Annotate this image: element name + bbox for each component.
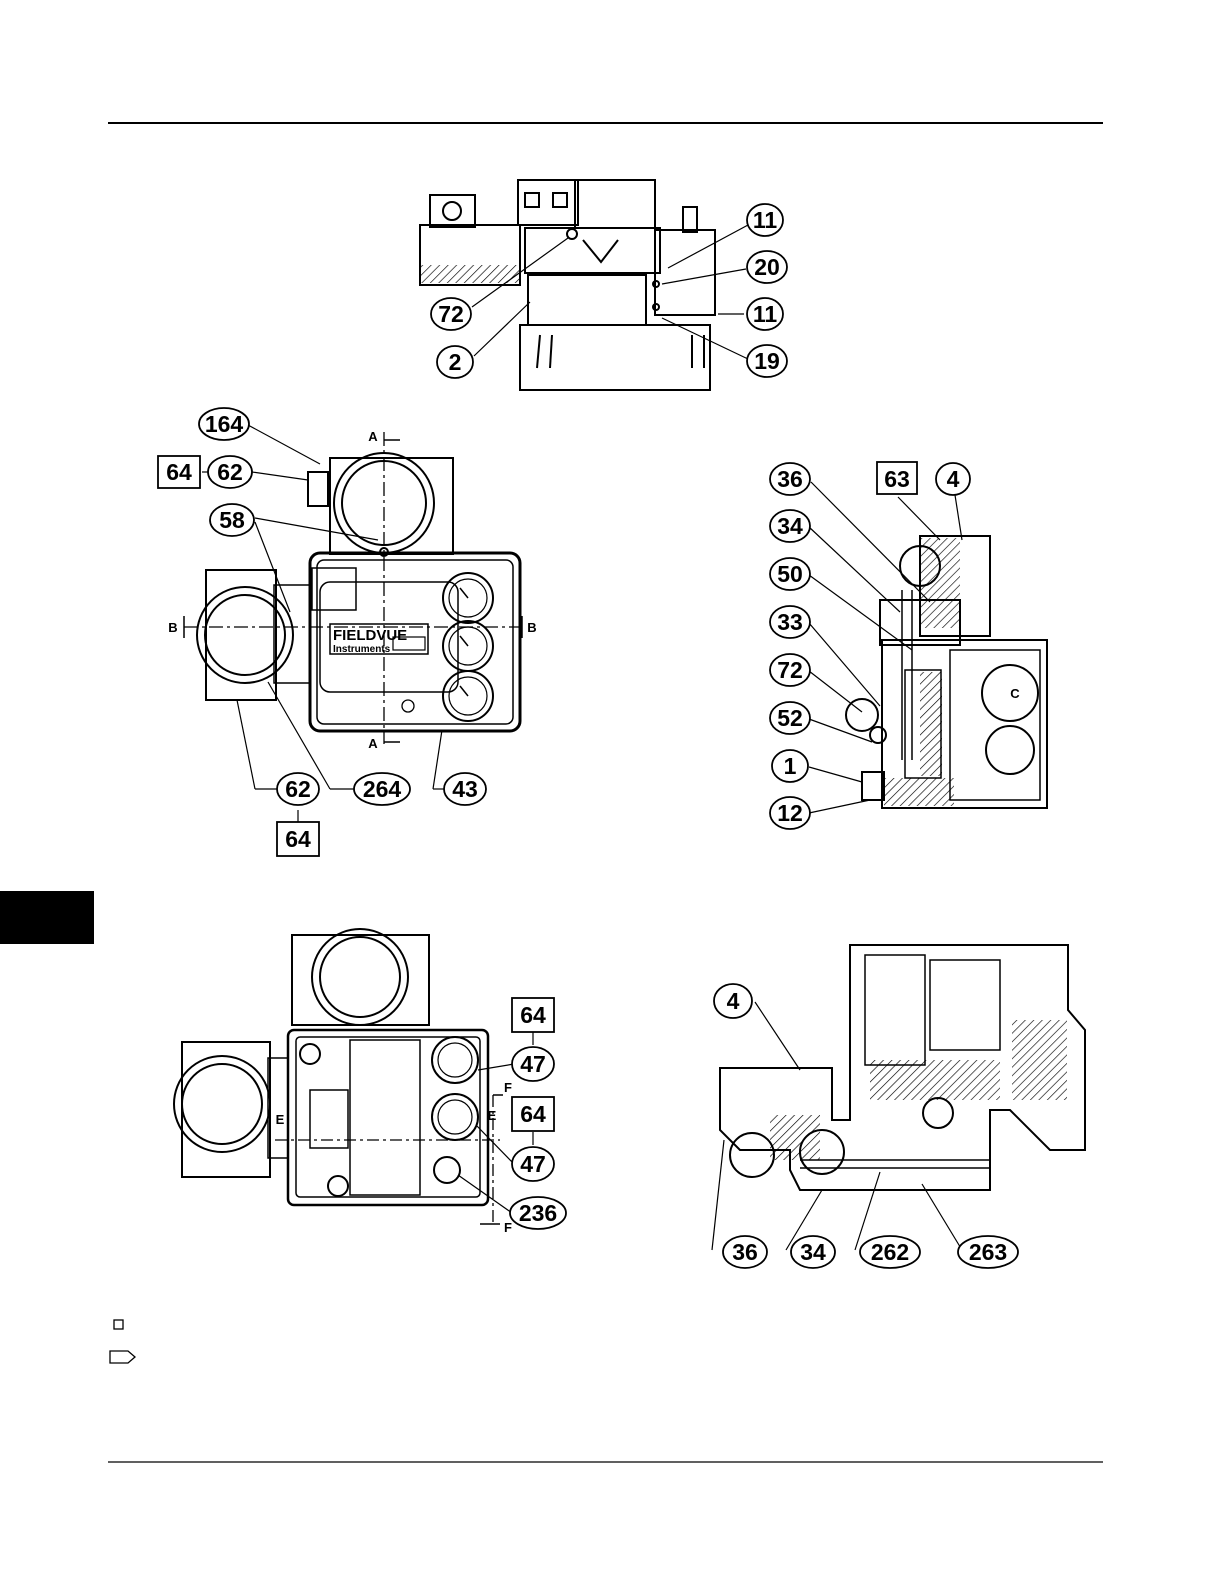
section-e-right: E — [488, 1108, 497, 1123]
callout-263: 263 — [969, 1239, 1007, 1265]
callout-64-box-a: 64 — [166, 459, 192, 485]
top-view-leaders — [472, 225, 748, 359]
section-b-right: B — [527, 620, 536, 635]
callout-4-ee: 4 — [727, 988, 740, 1014]
callout-62-bottom: 62 — [285, 776, 311, 802]
section-f-top: F — [504, 1080, 512, 1095]
front-view-drawing — [197, 453, 520, 731]
callout-62-top: 62 — [217, 459, 243, 485]
callout-64-box-b: 64 — [285, 826, 311, 852]
callout-236: 236 — [519, 1200, 557, 1226]
section-aa-hatch-top — [920, 538, 960, 628]
callout-2: 2 — [449, 349, 462, 375]
callout-72-aa: 72 — [777, 657, 803, 683]
section-a-top: A — [368, 429, 378, 444]
callout-264: 264 — [363, 776, 402, 802]
top-view-hatch — [420, 265, 520, 283]
section-ee-hatch-passage — [770, 1115, 820, 1160]
callout-4-aa: 4 — [947, 466, 960, 492]
lubricant-tag-icon — [110, 1351, 135, 1363]
key-part-square-icon — [114, 1320, 123, 1329]
callout-64-box-d: 64 — [520, 1101, 546, 1127]
callout-1: 1 — [784, 753, 797, 779]
section-ee-hatch-block — [870, 1060, 1000, 1100]
callout-164: 164 — [205, 411, 244, 437]
section-ee-hatch-wall — [1012, 1020, 1067, 1100]
callout-58: 58 — [219, 507, 245, 533]
callout-72-top: 72 — [438, 301, 464, 327]
side-tab — [0, 891, 94, 944]
section-f-bottom: F — [504, 1220, 512, 1235]
callout-33: 33 — [777, 609, 803, 635]
nameplate-brand: FIELDVUE — [333, 627, 407, 644]
callout-43: 43 — [452, 776, 478, 802]
section-a-bottom: A — [368, 736, 378, 751]
section-aa-hatch-base — [884, 778, 954, 806]
callout-11-lower: 11 — [753, 301, 778, 327]
callout-20: 20 — [754, 254, 780, 280]
section-c: C — [1010, 686, 1020, 701]
callout-11-top: 11 — [753, 207, 778, 233]
callout-47-top: 47 — [520, 1051, 546, 1077]
callout-64-box-c: 64 — [520, 1002, 546, 1028]
callout-34-ee: 34 — [800, 1239, 826, 1265]
callout-19: 19 — [754, 348, 780, 374]
callout-12: 12 — [777, 800, 803, 826]
section-b-left: B — [168, 620, 177, 635]
callout-63-box: 63 — [884, 466, 910, 492]
section-aa-hatch-coil — [920, 672, 942, 776]
callout-47-bottom: 47 — [520, 1151, 546, 1177]
callout-262: 262 — [871, 1239, 909, 1265]
nameplate-sub: Instruments — [333, 644, 391, 655]
callout-50: 50 — [777, 561, 803, 587]
rear-view-drawing — [174, 929, 488, 1205]
callout-34-aa: 34 — [777, 513, 803, 539]
section-e-left: E — [276, 1112, 285, 1127]
callout-36-aa: 36 — [777, 466, 803, 492]
callout-52: 52 — [777, 705, 803, 731]
callout-36-ee: 36 — [732, 1239, 758, 1265]
